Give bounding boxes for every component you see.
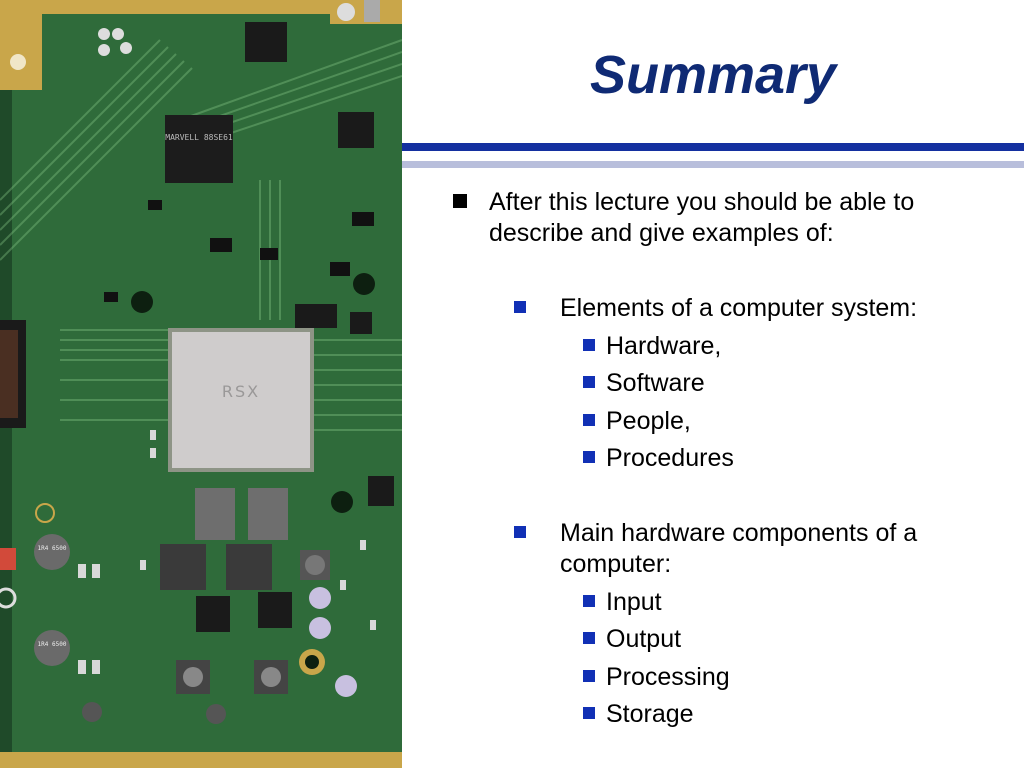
bullet-square-icon (583, 670, 595, 682)
bullet-square-icon (583, 414, 595, 426)
bullet-square-icon (583, 339, 595, 351)
title-rule-dark (402, 143, 1024, 151)
list-item: Input (606, 588, 662, 616)
bullet-square-icon (583, 595, 595, 607)
bullet-square-icon (583, 451, 595, 463)
list-item: Storage (606, 700, 694, 728)
list-item: People, (606, 407, 691, 435)
bullet-square-icon (583, 707, 595, 719)
intro-line-1: After this lecture you should be able to (489, 188, 915, 216)
bullet-square-icon (583, 632, 595, 644)
inductor-b-label: 1R4 6500 (38, 641, 67, 648)
list-item: Output (606, 625, 682, 653)
section-heading: Main hardware components of a (560, 519, 918, 547)
controller-chip-label: MARVELL 88SE61 (165, 133, 233, 142)
section-heading: Elements of a computer system: (560, 294, 918, 322)
list-item: Processing (606, 663, 730, 691)
inductor-a-label: 1R4 6500 (38, 545, 67, 552)
bullet-square-icon (514, 526, 526, 538)
bullet-square-icon (514, 301, 526, 313)
slide-title: Summary (589, 45, 837, 105)
bullet-square-icon (583, 376, 595, 388)
circuit-board-illustration: MARVELL 88SE61 RSX (0, 0, 402, 768)
title-rule-light (402, 161, 1024, 168)
list-item: Procedures (606, 444, 734, 472)
intro-line-2: describe and give examples of: (489, 219, 834, 247)
circuit-board-photo: MARVELL 88SE61 RSX (0, 0, 402, 768)
section-heading-cont: computer: (560, 550, 672, 578)
list-item: Software (606, 369, 705, 397)
list-item: Hardware, (606, 332, 722, 360)
main-chip-label: RSX (222, 382, 260, 401)
bullet-square-icon (453, 194, 467, 208)
